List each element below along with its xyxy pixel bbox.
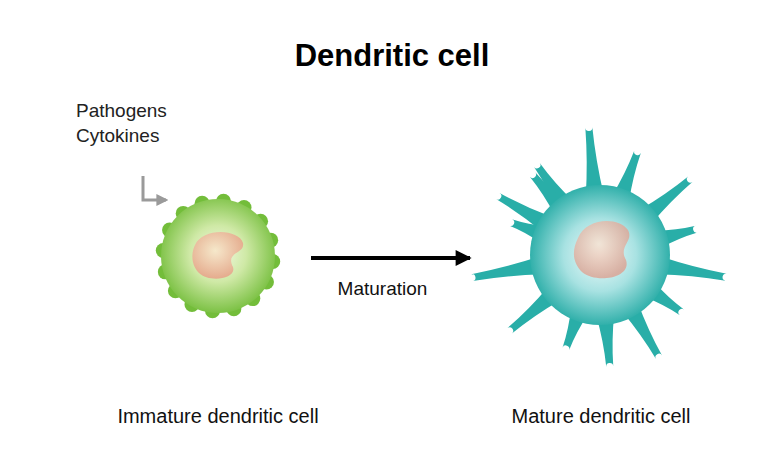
mature-cell-illustration <box>468 118 734 363</box>
immature-cell: Immature dendritic cell <box>155 193 281 319</box>
cell-caption: Immature dendritic cell <box>117 405 318 428</box>
stimulus-label: Pathogens Cytokines <box>76 98 201 148</box>
maturation-arrow <box>311 256 470 260</box>
edge-label: Maturation <box>336 278 430 300</box>
mature-cell: Mature dendritic cell <box>468 118 734 363</box>
immature-cell-illustration <box>155 193 281 319</box>
stimulus-arrow <box>143 176 166 200</box>
cell-caption: Mature dendritic cell <box>512 405 691 428</box>
diagram-title: Dendritic cell <box>0 38 784 74</box>
